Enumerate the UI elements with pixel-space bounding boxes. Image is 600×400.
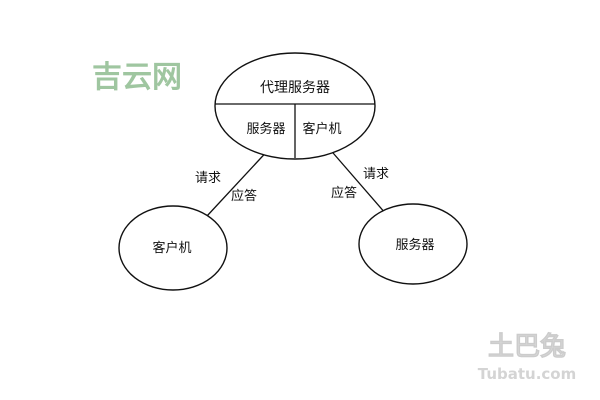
proxy-server-node: 代理服务器 服务器 客户机: [214, 52, 376, 160]
left-request-label: 请求: [195, 171, 221, 186]
watermark-tubatu: 土巴兔 Tubatu.com: [478, 332, 577, 383]
link-line-proxy-server: [326, 145, 387, 215]
link-line-proxy-client: [206, 145, 273, 217]
right-response-label: 应答: [331, 185, 357, 201]
proxy-section-server: 服务器: [246, 121, 285, 137]
proxy-server-title: 代理服务器: [260, 80, 330, 96]
left-response-label: 应答: [231, 188, 257, 204]
server-node: 服务器: [358, 203, 468, 285]
right-request-label: 请求: [363, 167, 389, 182]
watermark-tubatu-cn: 土巴兔: [488, 332, 566, 362]
proxy-section-client: 客户机: [302, 121, 341, 137]
server-label: 服务器: [395, 237, 434, 253]
server-ellipse: [358, 203, 468, 285]
client-node: 客户机: [118, 205, 228, 291]
watermark-tubatu-en: Tubatu.com: [478, 365, 577, 383]
watermark-jiyun: 吉云网: [92, 60, 182, 95]
client-label: 客户机: [152, 240, 191, 256]
client-ellipse: [118, 205, 228, 291]
